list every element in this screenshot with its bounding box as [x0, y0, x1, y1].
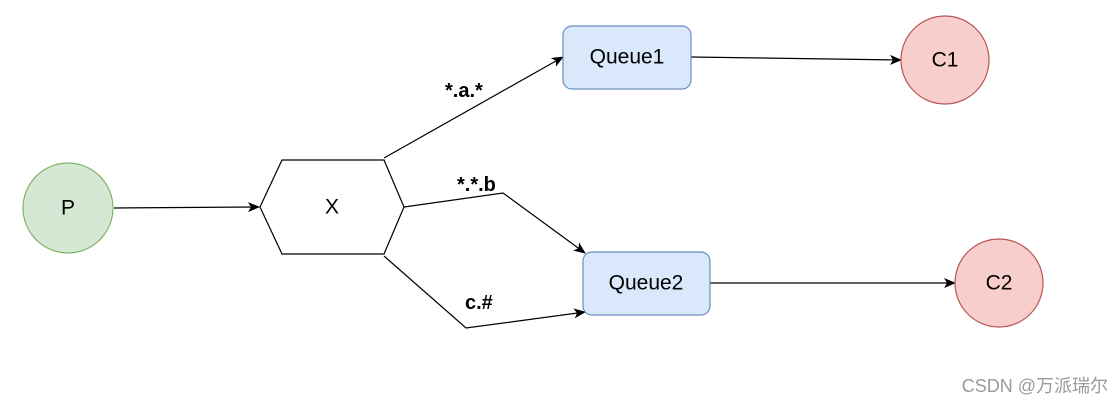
binding-label-a: *.a.* [445, 80, 483, 102]
consumer1-label: C1 [932, 49, 959, 72]
exchange-node: X [259, 159, 405, 255]
edge-exchange-to-queue2-b [403, 192, 586, 254]
edge-exchange-to-queue1 [383, 56, 564, 159]
queue2-node: Queue2 [582, 251, 711, 316]
consumer1-node: C1 [900, 15, 990, 105]
queue1-node: Queue1 [562, 25, 692, 90]
watermark-text: CSDN @万派瑞尔 [962, 376, 1108, 396]
producer-node: P [22, 162, 114, 254]
edge-queue1-to-consumer1 [690, 54, 902, 65]
edge-exchange-to-queue2-c [383, 255, 586, 329]
queue2-label: Queue2 [609, 272, 684, 295]
consumer2-label: C2 [986, 272, 1013, 295]
binding-label-c: c.# [465, 292, 493, 314]
exchange-label: X [325, 196, 339, 219]
producer-label: P [61, 197, 75, 220]
binding-label-b: *.*.b [457, 174, 496, 196]
consumer2-node: C2 [954, 238, 1044, 328]
edge-producer-to-exchange [113, 202, 260, 213]
queue1-label: Queue1 [590, 46, 665, 69]
